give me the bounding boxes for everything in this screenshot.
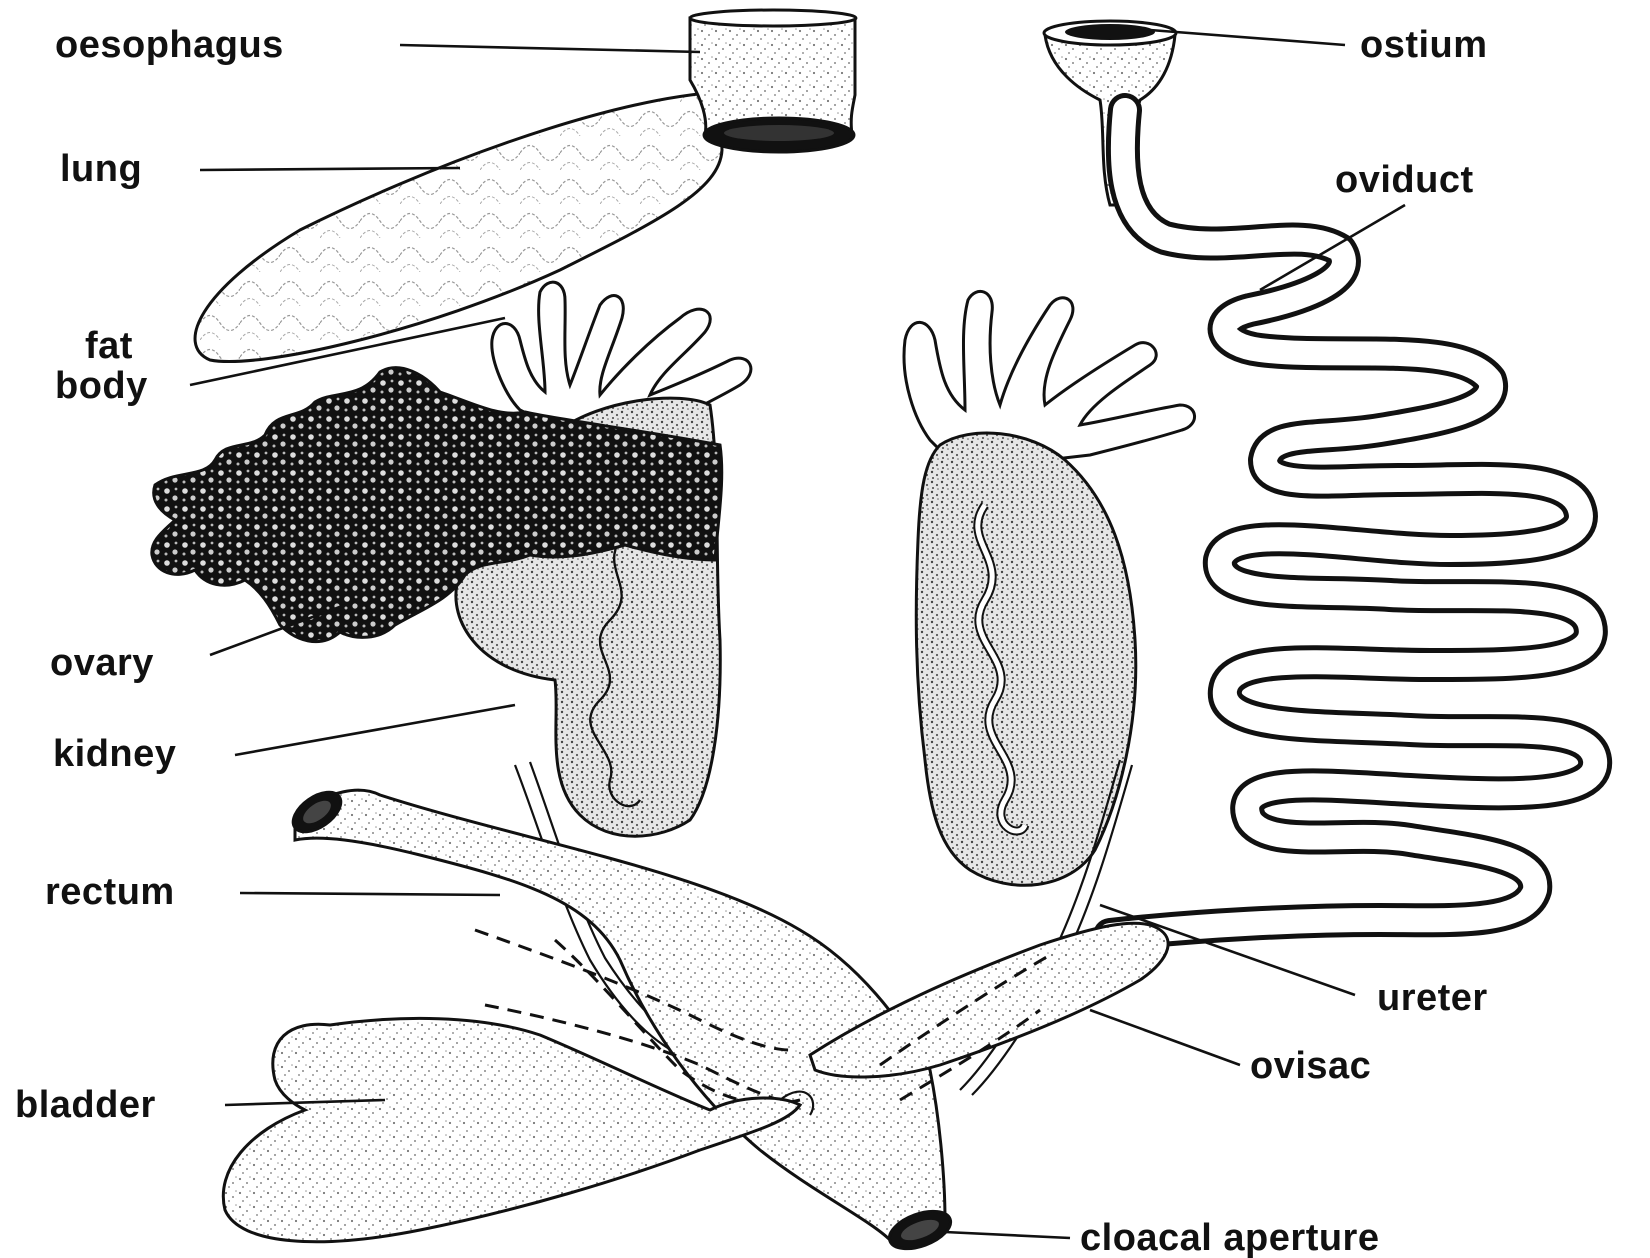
label-oesophagus: oesophagus xyxy=(55,24,284,66)
leader-cloacal-aperture xyxy=(945,1232,1070,1238)
leader-lung xyxy=(200,168,460,170)
label-kidney: kidney xyxy=(53,733,176,775)
label-ovisac: ovisac xyxy=(1250,1045,1371,1087)
leader-ovisac xyxy=(1090,1010,1240,1065)
label-fat-body-line1: fat xyxy=(85,325,133,367)
label-bladder: bladder xyxy=(15,1084,156,1126)
leader-ostium xyxy=(1150,30,1345,45)
oesophagus-tube xyxy=(690,10,856,152)
label-cloacal-aperture: cloacal aperture xyxy=(1080,1217,1379,1258)
label-ureter: ureter xyxy=(1377,977,1488,1019)
label-ostium: ostium xyxy=(1360,24,1488,66)
oviduct-coil xyxy=(1110,110,1595,935)
leader-oesophagus xyxy=(400,45,700,52)
label-fat-body-line2: body xyxy=(55,365,148,407)
label-oviduct: oviduct xyxy=(1335,159,1474,201)
label-rectum: rectum xyxy=(45,871,175,913)
leader-kidney xyxy=(235,705,515,755)
label-ovary: ovary xyxy=(50,642,154,684)
lung-shape xyxy=(195,92,722,362)
label-lung: lung xyxy=(60,148,142,190)
leader-rectum xyxy=(240,893,500,895)
